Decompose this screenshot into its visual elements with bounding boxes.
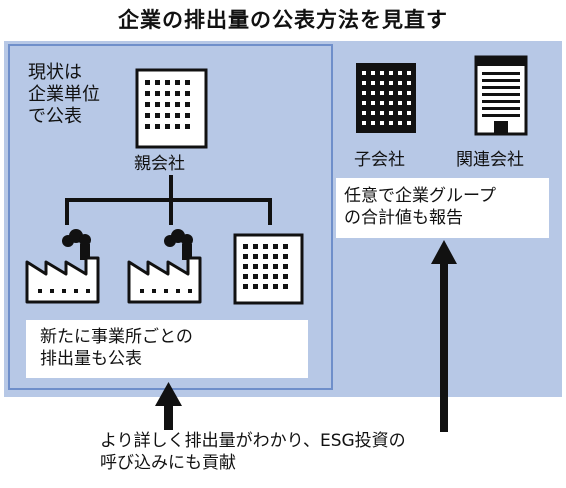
diagram-title: 企業の排出量の公表方法を見直す: [118, 8, 448, 32]
subsidiary-label: 子会社: [354, 150, 405, 170]
site-disclosure-note: 新たに事業所ごとの 排出量も公表: [26, 320, 308, 378]
current-disclosure-label: 現状は 企業単位 で公表: [28, 62, 100, 127]
factory-icon: [127, 229, 202, 304]
hierarchy-connector: [65, 175, 272, 225]
subsidiary-building-icon: [356, 63, 416, 133]
arrow-up-icon: [155, 382, 182, 430]
affiliate-label: 関連会社: [456, 150, 524, 170]
parent-company-label: 親会社: [134, 154, 185, 174]
arrow-up-icon: [431, 240, 457, 432]
office-building-icon: [233, 233, 304, 305]
affiliate-building-icon: [474, 55, 528, 136]
factory-icon: [25, 229, 100, 304]
parent-company-building-icon: [135, 68, 208, 149]
outcome-text: より詳しく排出量がわかり、ESG投資の 呼び込みにも貢献: [100, 431, 406, 473]
group-total-note: 任意で企業グループ の合計値も報告: [336, 178, 549, 238]
